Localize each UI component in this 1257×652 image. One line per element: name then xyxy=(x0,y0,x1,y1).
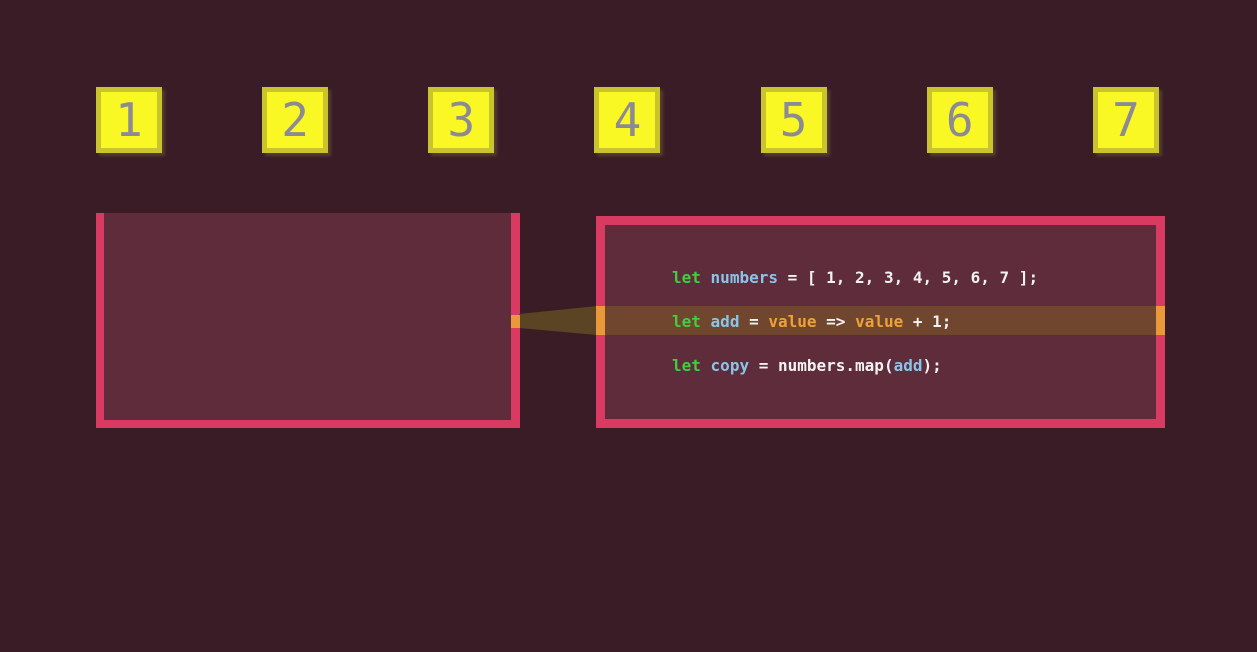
connector-beam xyxy=(519,306,597,335)
empty-result-box xyxy=(96,213,520,428)
number-row: 1 2 3 4 5 6 7 xyxy=(96,87,1159,153)
code-line-highlighted: let add = value => value + 1; xyxy=(672,299,1038,343)
number-square: 5 xyxy=(760,87,827,153)
code-token-green: let xyxy=(672,267,701,287)
code-token-orange: value xyxy=(855,311,904,331)
code-token-white: = numbers.map( xyxy=(749,355,894,375)
number-square: 3 xyxy=(428,87,495,153)
code-line: let copy = numbers.map(add); xyxy=(672,343,1038,387)
number-square: 7 xyxy=(1092,87,1159,153)
code-token-white: => xyxy=(816,311,856,331)
code-token-blue: add xyxy=(710,311,740,331)
beam-source-marker xyxy=(511,315,520,328)
code-line: let numbers = [ 1, 2, 3, 4, 5, 6, 7 ]; xyxy=(672,255,1038,299)
code-token-white xyxy=(701,356,711,375)
code-token-white: = xyxy=(739,311,769,331)
highlighted-line-band xyxy=(605,306,1156,335)
number-square: 6 xyxy=(926,87,993,153)
highlight-cap-right-border xyxy=(1156,306,1165,335)
code-token-white xyxy=(701,268,711,287)
number-square: 1 xyxy=(96,87,162,153)
code-token-blue: numbers xyxy=(710,267,778,287)
code-token-green: let xyxy=(672,355,701,375)
code-token-orange: value xyxy=(768,311,817,331)
code-token-blue: copy xyxy=(710,355,750,375)
number-square: 4 xyxy=(594,87,661,153)
number-square: 2 xyxy=(262,87,329,153)
code-token-white xyxy=(701,312,711,331)
code-token-white: ); xyxy=(922,355,942,375)
code-token-white: = [ 1, 2, 3, 4, 5, 6, 7 ]; xyxy=(777,267,1039,287)
code-token-white: + 1; xyxy=(903,311,952,331)
highlight-cap-left-border xyxy=(596,306,605,335)
code-token-blue: add xyxy=(893,355,923,375)
code-token-green: let xyxy=(672,311,701,331)
code-lines: let numbers = [ 1, 2, 3, 4, 5, 6, 7 ];le… xyxy=(672,255,1038,387)
